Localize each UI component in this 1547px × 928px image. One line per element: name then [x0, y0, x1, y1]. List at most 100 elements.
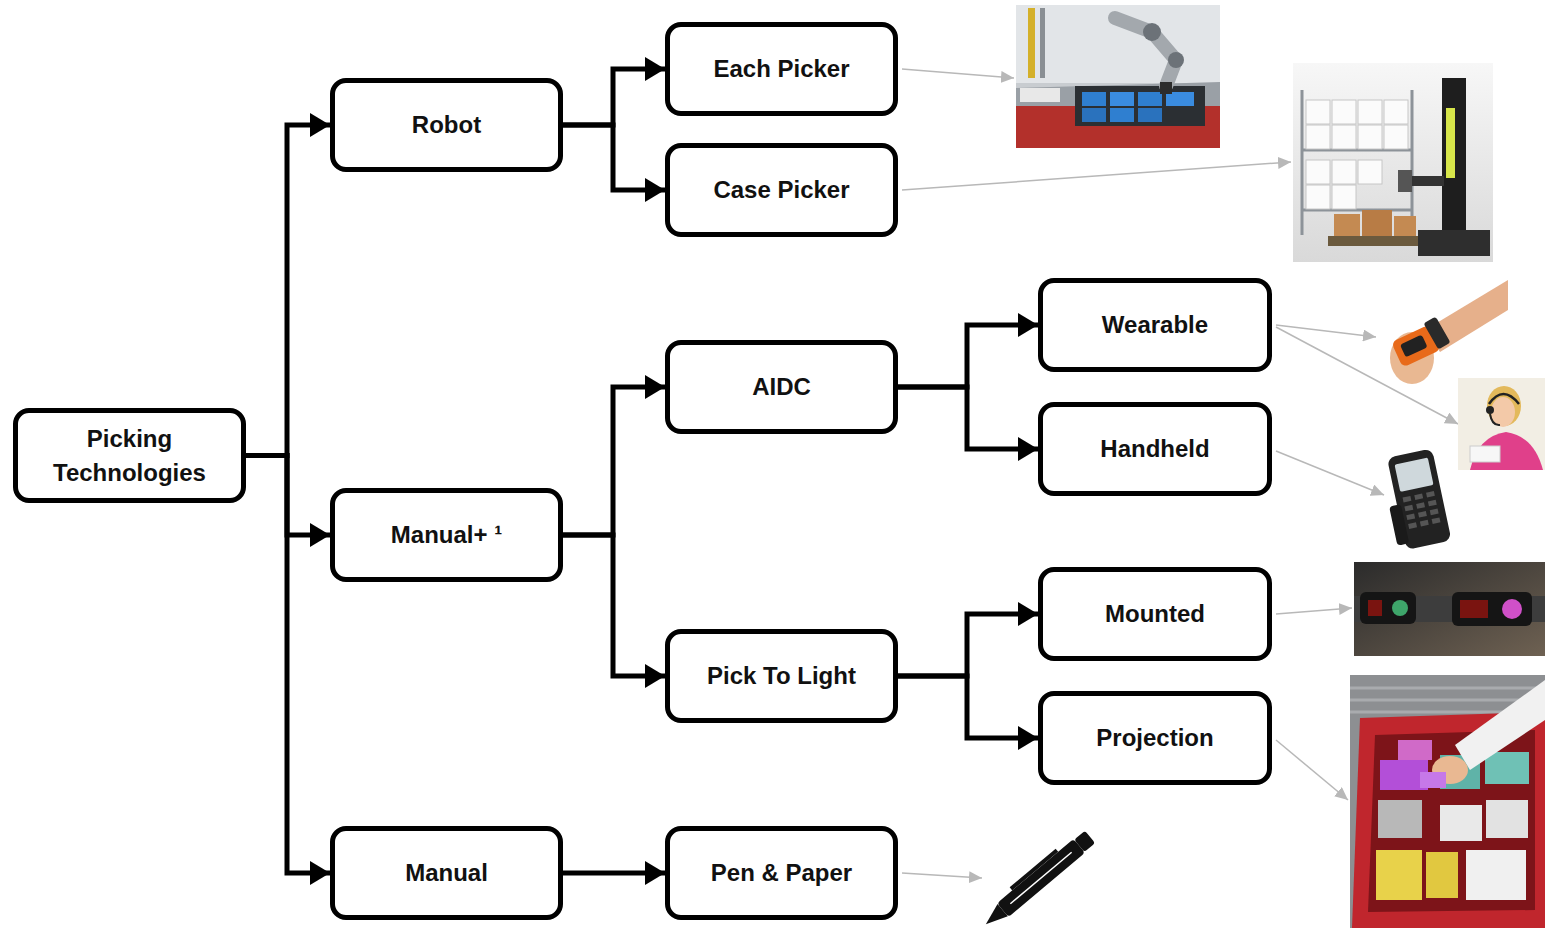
robot-arm-picture-part	[1082, 108, 1106, 122]
mounted-light-picture-part	[1360, 592, 1416, 624]
handheld-scanner-picture-part	[1432, 517, 1441, 524]
headset-worker-picture-part	[1486, 406, 1494, 414]
handheld-scanner-picture-part	[1426, 491, 1435, 498]
robot-arm-picture	[1016, 5, 1220, 148]
mounted-light-picture	[1354, 562, 1545, 656]
headset-worker-picture-part	[1487, 386, 1521, 426]
headset-worker-picture	[1458, 378, 1545, 470]
leader-lines-part	[902, 873, 982, 878]
case-picker-picture-part	[1306, 100, 1330, 124]
projection-light-picture-part	[1378, 800, 1422, 838]
headset-worker-picture-part	[1489, 394, 1519, 404]
connector-arrow	[246, 125, 330, 456]
robot-arm-picture-part	[1020, 88, 1060, 102]
leader-lines-part	[1276, 451, 1384, 495]
process-box: Projection	[1038, 691, 1272, 785]
box-label: Mounted	[1105, 597, 1205, 631]
leader-lines-part	[902, 69, 1014, 78]
mounted-light-picture-part	[1452, 592, 1532, 626]
box-label: Each Picker	[713, 52, 849, 86]
projection-light-picture-part	[1350, 699, 1545, 702]
process-box: Manual	[330, 826, 563, 920]
wearable-scanner-picture-part	[1400, 335, 1428, 358]
process-box: Mounted	[1038, 567, 1272, 661]
case-picker-picture-part	[1362, 210, 1392, 236]
connector-arrow	[898, 387, 1038, 449]
process-box: Robot	[330, 78, 563, 172]
robot-arm-picture-part	[1082, 92, 1106, 106]
projection-light-picture-part	[1350, 675, 1545, 928]
handheld-scanner-picture	[1379, 448, 1451, 551]
case-picker-picture-part	[1332, 125, 1356, 149]
connector-arrow	[246, 456, 330, 874]
box-label: Robot	[412, 108, 481, 142]
mounted-light-picture-part	[1460, 600, 1488, 618]
case-picker-picture-part	[1358, 100, 1382, 124]
projection-light-picture-part	[1368, 730, 1535, 912]
process-box: Wearable	[1038, 278, 1272, 372]
projection-light-picture	[1350, 675, 1545, 928]
box-label: Picking Technologies	[28, 422, 231, 489]
pen-picture-part	[1010, 852, 1071, 903]
box-label: Projection	[1096, 721, 1213, 755]
pen-picture-part	[1074, 831, 1095, 852]
headset-worker-picture-part	[1458, 378, 1545, 470]
headset-worker-picture-part	[1470, 432, 1543, 470]
projection-light-picture-part	[1352, 712, 1545, 928]
handheld-scanner-picture-part	[1403, 491, 1441, 529]
projection-light-picture-part	[1466, 850, 1526, 900]
box-label: Manual	[405, 856, 488, 890]
mounted-light-picture-part	[1392, 600, 1408, 616]
case-picker-picture-part	[1332, 185, 1356, 209]
robot-arm-picture-part	[1160, 82, 1172, 94]
robot-arm-picture-part	[1075, 86, 1205, 126]
headset-worker-picture-part	[1490, 414, 1500, 425]
case-picker-picture-part	[1332, 100, 1356, 124]
leader-lines-part	[902, 162, 1291, 190]
case-picker-picture	[1293, 63, 1493, 262]
process-box: Manual+ ¹	[330, 488, 563, 582]
robot-arm-picture-part	[1110, 108, 1134, 122]
process-box: Pick To Light	[665, 629, 898, 723]
process-box: Handheld	[1038, 402, 1272, 496]
process-box: Picking Technologies	[13, 408, 246, 503]
box-label: Case Picker	[713, 173, 849, 207]
handheld-scanner-picture-part	[1387, 448, 1452, 550]
handheld-scanner-picture-part	[1416, 502, 1425, 509]
connector-arrow	[563, 387, 665, 535]
robot-arm-picture-part	[1110, 92, 1134, 106]
robot-arm-picture-part	[1143, 23, 1161, 41]
projection-light-picture-part	[1485, 752, 1529, 784]
handheld-scanner-picture-part	[1418, 511, 1427, 518]
handheld-scanner-picture-part	[1414, 493, 1423, 500]
box-label: Wearable	[1102, 308, 1208, 342]
wearable-scanner-picture-part	[1423, 317, 1450, 350]
connector-arrow	[898, 614, 1038, 676]
handheld-scanner-picture-part	[1406, 514, 1415, 521]
connector-arrow	[898, 325, 1038, 387]
connector-arrow	[563, 871, 665, 876]
case-picker-picture-part	[1358, 125, 1382, 149]
case-picker-picture-part	[1306, 160, 1330, 184]
pen-picture-part	[981, 904, 1008, 928]
robot-arm-picture-part	[1016, 5, 1220, 148]
robot-arm-picture-part	[1115, 18, 1176, 86]
mounted-light-picture-part	[1368, 600, 1382, 616]
case-picker-picture-part	[1384, 125, 1408, 149]
case-picker-picture-part	[1306, 125, 1330, 149]
case-picker-picture-part	[1446, 108, 1455, 178]
case-picker-picture-part	[1306, 185, 1330, 209]
connector-arrow	[563, 69, 665, 125]
case-picker-picture-part	[1293, 63, 1493, 262]
leader-lines-part	[1276, 608, 1352, 614]
handheld-scanner-picture-part	[1394, 458, 1433, 492]
connector-arrow	[898, 676, 1038, 738]
case-picker-picture-part	[1301, 90, 1304, 235]
case-picker-picture-part	[1328, 236, 1420, 246]
process-box: AIDC	[665, 340, 898, 434]
case-picker-picture-part	[1408, 176, 1444, 186]
mounted-light-picture-part	[1502, 599, 1522, 619]
process-box: Pen & Paper	[665, 826, 898, 920]
case-picker-picture-part	[1384, 100, 1408, 124]
